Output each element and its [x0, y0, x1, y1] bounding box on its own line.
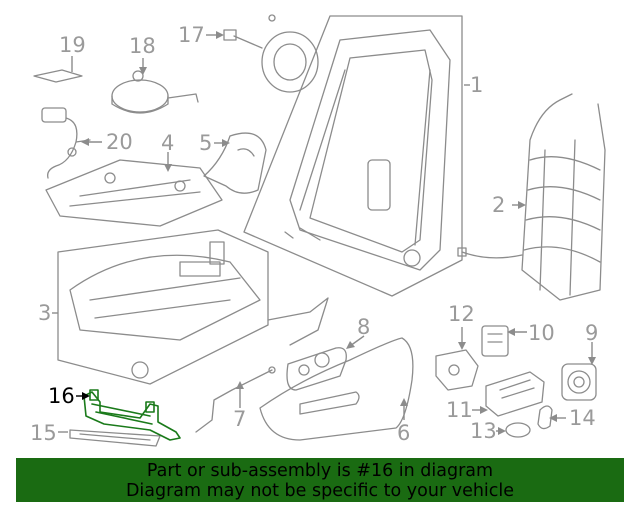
part-9-motor[interactable]: [561, 363, 597, 401]
callout-12[interactable]: 12: [448, 302, 475, 326]
callout-15[interactable]: 15: [30, 421, 57, 445]
callout-5[interactable]: 5: [199, 131, 212, 155]
callout-6[interactable]: 6: [397, 421, 410, 445]
callout-9[interactable]: 9: [585, 321, 598, 345]
part-6-side-trim[interactable]: [259, 337, 414, 441]
callout-17[interactable]: 17: [178, 23, 205, 47]
callout-19[interactable]: 19: [59, 33, 86, 57]
part-10-module[interactable]: [481, 325, 509, 357]
arrow-17: [216, 31, 224, 39]
arrow-5: [222, 139, 230, 147]
arrow-10: [507, 328, 515, 336]
callout-11[interactable]: 11: [446, 398, 473, 422]
arrow-2: [518, 201, 526, 209]
arrow-18: [139, 67, 147, 75]
part-1-seat-back-frame[interactable]: [243, 15, 463, 297]
part-16-highlighted-assembly[interactable]: [83, 389, 181, 441]
part-18-reel[interactable]: [111, 70, 199, 114]
part-15-trim-strip[interactable]: [69, 429, 161, 447]
arrow-20: [81, 138, 89, 146]
part-13-grommet[interactable]: [505, 422, 531, 438]
callout-16[interactable]: 16: [48, 384, 75, 408]
part-14-seal[interactable]: [537, 405, 553, 430]
callout-1[interactable]: 1: [470, 73, 483, 97]
part-12-bracket[interactable]: [435, 349, 479, 391]
part-17-clock-spring[interactable]: [223, 14, 319, 93]
callout-18[interactable]: 18: [129, 34, 156, 58]
part-19-pad[interactable]: [33, 69, 83, 83]
callout-10[interactable]: 10: [528, 321, 555, 345]
arrow-13: [498, 427, 506, 435]
callout-14[interactable]: 14: [569, 406, 596, 430]
callout-2[interactable]: 2: [492, 193, 505, 217]
part-7-cable[interactable]: [195, 366, 276, 433]
arrow-8: [346, 341, 355, 349]
arrow-7: [236, 381, 244, 389]
part-5-side-cover[interactable]: [203, 132, 267, 194]
part-8-switch-bezel[interactable]: [286, 347, 347, 391]
arrow-14: [549, 414, 557, 422]
part-11-control-module[interactable]: [485, 371, 545, 417]
banner-line-1: Part or sub-assembly is #16 in diagram: [146, 461, 494, 481]
arrow-4: [164, 164, 172, 172]
callout-3[interactable]: 3: [38, 301, 51, 325]
arrow-6: [400, 398, 408, 406]
banner-line-2: Diagram may not be specific to your vehi…: [125, 481, 515, 501]
callout-13[interactable]: 13: [470, 419, 497, 443]
part-2-spring-mat[interactable]: [457, 93, 606, 301]
callout-8[interactable]: 8: [357, 315, 370, 339]
arrow-9: [588, 357, 596, 365]
arrow-16: [82, 392, 90, 400]
callout-7[interactable]: 7: [233, 407, 246, 431]
part-20-harness[interactable]: [41, 107, 91, 179]
callout-4[interactable]: 4: [161, 131, 174, 155]
info-banner: Part or sub-assembly is #16 in diagram D…: [16, 458, 624, 502]
callout-20[interactable]: 20: [106, 130, 133, 154]
arrow-12: [458, 342, 466, 350]
part-4-cushion-pan[interactable]: [45, 159, 223, 227]
arrow-11: [480, 406, 488, 414]
part-3-cushion-frame[interactable]: [57, 229, 329, 385]
